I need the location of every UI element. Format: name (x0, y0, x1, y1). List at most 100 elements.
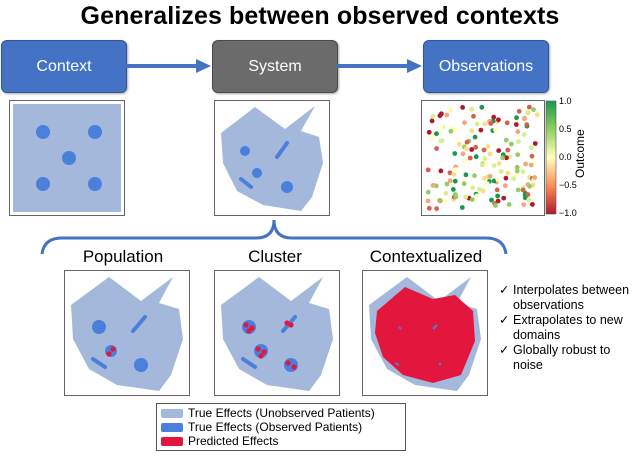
contextualized-label: Contextualized (369, 247, 483, 266)
observation-point (520, 169, 526, 175)
benefit-item: ✓ Interpolates between observations (499, 283, 640, 312)
benefits-list: ✓ Interpolates between observations ✓ Ex… (499, 283, 640, 374)
observation-point (453, 127, 458, 133)
observation-point (460, 105, 465, 110)
observation-point (505, 170, 511, 176)
observation-point (498, 169, 504, 174)
predicted-region (375, 287, 475, 383)
system-label: System (248, 57, 302, 75)
legend-row-unobserved: True Effects (Unobserved Patients) (161, 406, 401, 420)
colorbar-tick: −0.5 (559, 180, 577, 190)
predicted-point (291, 364, 297, 370)
observation-point (443, 190, 449, 196)
system-cluster (275, 141, 289, 159)
context-cluster (62, 151, 76, 165)
legend-label: True Effects (Unobserved Patients) (188, 406, 375, 420)
observation-point (472, 134, 478, 140)
observation-point (447, 107, 452, 112)
observation-point (491, 114, 497, 120)
observation-point (496, 161, 502, 167)
observation-point (430, 114, 436, 119)
predicted-point (246, 328, 252, 334)
observation-point (430, 183, 436, 188)
legend: True Effects (Unobserved Patients) True … (156, 403, 406, 451)
checkmark-icon: ✓ (499, 313, 510, 328)
observation-point (488, 121, 494, 126)
observation-point (438, 138, 444, 144)
arrow-context-to-system (126, 59, 211, 73)
legend-swatch (161, 422, 183, 432)
observation-point (494, 187, 500, 193)
observed-cluster (241, 357, 257, 369)
observation-point (453, 167, 459, 172)
legend-label: Predicted Effects (188, 434, 279, 448)
context-label: Context (36, 57, 92, 75)
predicted-point (243, 322, 249, 328)
context-cluster (36, 177, 50, 191)
observation-point (453, 194, 459, 200)
cluster-panel (214, 270, 340, 396)
observation-point (481, 147, 487, 153)
observation-point (527, 183, 532, 189)
context-cluster (88, 125, 102, 139)
observation-point (500, 155, 505, 161)
observation-point (480, 188, 486, 194)
observation-point (513, 122, 519, 127)
predicted-point (110, 346, 116, 352)
context-panel (9, 100, 125, 216)
observation-point (437, 198, 442, 203)
observation-point (521, 202, 527, 207)
cluster-plot (221, 277, 333, 391)
observation-point (460, 151, 466, 157)
observation-point (469, 128, 475, 134)
observation-point (470, 185, 476, 191)
contextualized-plot (369, 277, 481, 391)
observation-point (425, 189, 431, 195)
observed-cluster (438, 362, 442, 366)
observation-point (434, 146, 439, 151)
observation-point (467, 155, 473, 161)
observation-point (452, 151, 458, 156)
observation-point (525, 110, 530, 115)
observation-point (438, 168, 444, 174)
observation-point (495, 193, 500, 199)
observation-point (493, 203, 498, 208)
observation-point (464, 139, 470, 145)
observed-cluster (398, 326, 402, 330)
observed-cluster (92, 320, 106, 334)
predicted-point (255, 346, 261, 352)
observation-point (495, 177, 501, 182)
checkmark-icon: ✓ (499, 283, 510, 297)
observation-point (478, 127, 484, 133)
observation-point (426, 129, 432, 135)
colorbar-label: Outcome (573, 129, 587, 178)
benefit-item: ✓ Globally robust to noise (499, 343, 640, 372)
observation-point (526, 197, 532, 203)
system-panel (214, 100, 330, 216)
observation-point (482, 156, 488, 161)
observation-point (428, 135, 434, 140)
observation-point (429, 118, 435, 124)
figure-title: Generalizes between observed contexts (80, 2, 560, 30)
observation-point (521, 132, 527, 137)
observation-point (473, 154, 479, 160)
system-cluster (252, 168, 262, 178)
benefit-text: Extrapolates to new domains (513, 313, 623, 342)
observation-point (469, 197, 475, 202)
observation-point (477, 187, 482, 192)
system-plot (221, 106, 323, 211)
observed-cluster (432, 324, 438, 330)
observation-point (484, 181, 490, 186)
population-label: Population (82, 247, 164, 266)
observation-point (439, 126, 444, 131)
observation-point (530, 202, 535, 207)
observation-point (532, 141, 538, 146)
observations-box: Observations (423, 40, 549, 93)
observation-point (444, 112, 450, 118)
colorbar-tick: 0.0 (559, 152, 572, 162)
observation-point (474, 121, 480, 127)
observation-point (511, 176, 516, 182)
observation-point (516, 139, 521, 144)
legend-swatch (161, 408, 183, 418)
observation-point (528, 162, 534, 168)
